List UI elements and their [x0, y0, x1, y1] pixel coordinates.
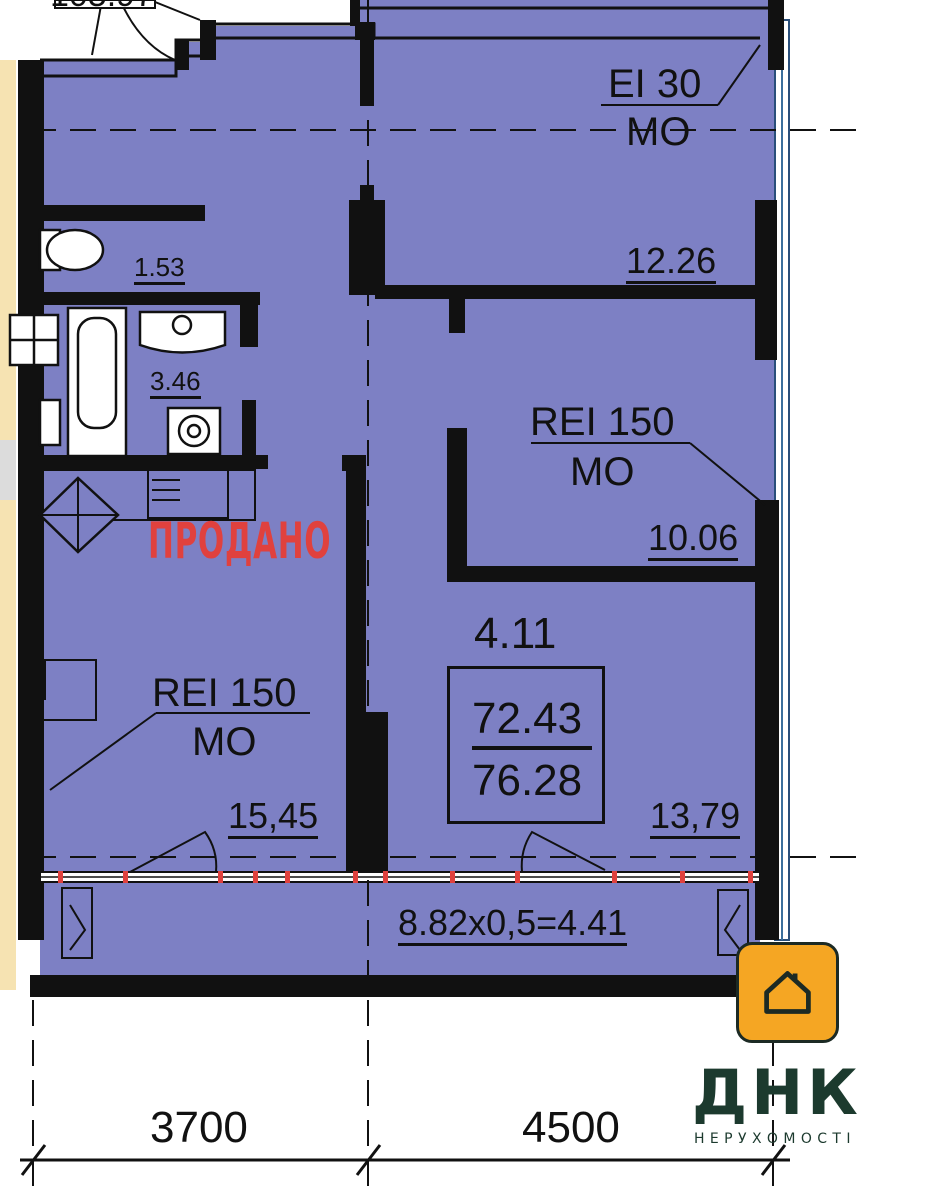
door-swing-right [520, 830, 606, 873]
fire-rating-label-top: EI 30 [608, 62, 702, 106]
fire-rating-label-middle: REI 150 [530, 400, 675, 444]
balcony-area-formula: 8.82x0,5=4.41 [398, 905, 628, 946]
room-area-bath: 3.46 [150, 368, 201, 399]
fire-rating-label-lower: REI 150 [152, 671, 297, 715]
area-summary-box: 72.43 76.28 [447, 666, 605, 824]
room-area-kitchen-living: 15,45 [228, 798, 319, 839]
balcony-marks [58, 871, 753, 883]
door-swing-left [129, 830, 218, 873]
neighbor-area [0, 60, 16, 990]
axis-lines [30, 0, 858, 1200]
top-cut-label: 105.97 [50, 0, 154, 12]
dimension-left: 3700 [150, 1103, 248, 1152]
apartment-number: 4.11 [474, 609, 557, 658]
room-area-bedroom-middle: 10.06 [648, 520, 739, 561]
top-wall-outline [40, 6, 770, 78]
brand-subtitle: НЕРУХОМОСТІ [694, 1131, 856, 1147]
outer-walls [18, 0, 784, 997]
total-area-value: 76.28 [472, 756, 583, 805]
brand-name: ДНК [692, 1056, 862, 1129]
house-icon [764, 971, 811, 1014]
apartment-floor [40, 0, 775, 985]
fire-code-label-lower: МО [192, 720, 257, 764]
area-divider [472, 746, 592, 750]
room-area-wc: 1.53 [134, 254, 185, 285]
drain-boxes [61, 887, 749, 959]
sold-stamp: ПРОДАНО [148, 512, 332, 570]
sanitary-fixtures [8, 228, 227, 458]
stair-strip [0, 440, 16, 500]
kitchen-fixtures [38, 469, 256, 721]
brand-logo-tile [736, 942, 839, 1043]
living-area-value: 72.43 [472, 694, 583, 743]
balcony-line [39, 871, 761, 883]
fire-code-label-middle: МО [570, 450, 635, 494]
dimension-line [20, 1144, 790, 1176]
room-area-living-right: 13,79 [650, 798, 741, 839]
room-area-bedroom-top: 12.26 [626, 243, 717, 284]
fire-code-label-top: МО [626, 110, 691, 154]
dimension-right: 4500 [522, 1103, 620, 1152]
leader-lines [49, 44, 766, 791]
